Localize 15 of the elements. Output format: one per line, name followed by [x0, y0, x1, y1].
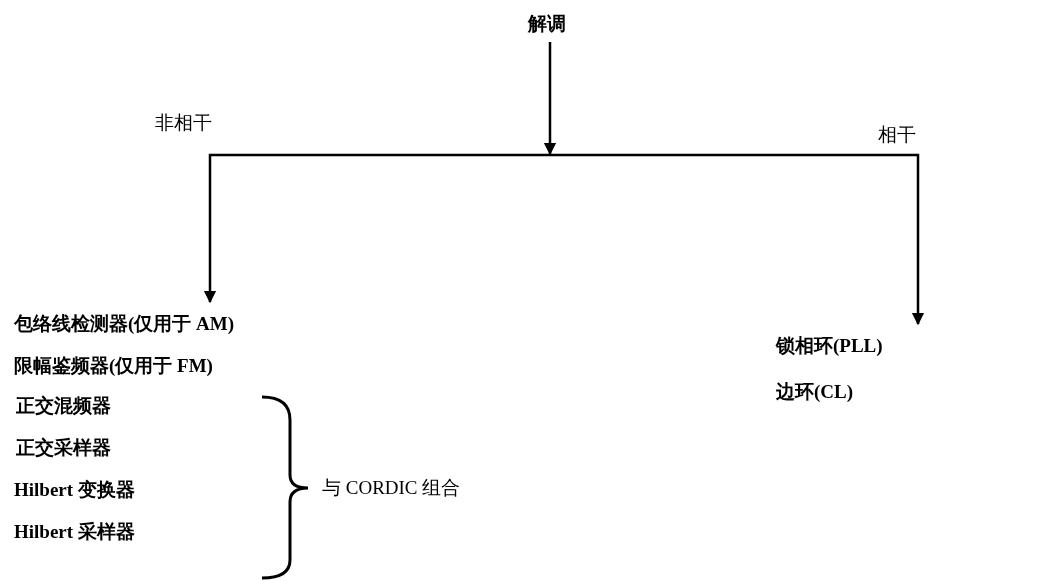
- method-text: 锁相环(PLL): [776, 334, 883, 358]
- edge-label: 非相干: [155, 111, 212, 135]
- heading-text: 解调: [528, 12, 566, 36]
- note-text: 与 CORDIC 组合: [322, 476, 461, 500]
- arrow: [203, 153, 550, 304]
- method-text: 正交采样器: [16, 436, 111, 460]
- method-text: 包络线检测器(仅用于 AM): [14, 312, 235, 336]
- edge-label: 相干: [878, 123, 916, 147]
- arrow: [543, 42, 557, 156]
- method-text: 正交混频器: [16, 394, 111, 418]
- method-text: Hilbert 变换器: [14, 478, 135, 502]
- arrow: [550, 153, 925, 326]
- method-text: Hilbert 采样器: [14, 520, 135, 544]
- method-text: 边环(CL): [776, 380, 854, 404]
- method-text: 限幅鉴频器(仅用于 FM): [14, 354, 213, 378]
